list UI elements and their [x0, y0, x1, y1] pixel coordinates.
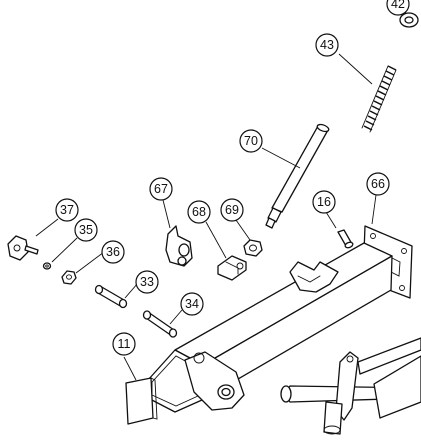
callout-67: 67: [149, 177, 173, 201]
callout-68: 68: [187, 200, 211, 224]
callout-34: 34: [180, 292, 204, 316]
svg-text:70: 70: [244, 134, 258, 148]
partial-hitch-assembly: [280, 337, 421, 435]
svg-text:67: 67: [154, 182, 168, 196]
part-70-shaft: [261, 123, 330, 229]
svg-text:42: 42: [391, 0, 405, 11]
svg-text:16: 16: [317, 195, 331, 209]
part-16-pin: [325, 211, 354, 249]
callout-35: 35: [74, 218, 98, 242]
svg-text:66: 66: [371, 177, 385, 191]
part-35-washer: [42, 237, 78, 270]
svg-text:11: 11: [118, 337, 131, 351]
part-37-knob: [7, 218, 59, 261]
callout-16: 16: [312, 190, 336, 214]
part-66-frame: [147, 194, 413, 413]
svg-text:37: 37: [60, 203, 74, 217]
part-36-nut: [61, 251, 105, 285]
svg-text:69: 69: [225, 203, 239, 217]
part-69-nut: [235, 219, 263, 257]
callout-70: 70: [239, 129, 263, 153]
part-68-clevis: [205, 221, 247, 281]
part-33-bushing: [94, 282, 139, 309]
part-67-bracket: [162, 199, 193, 267]
svg-text:34: 34: [185, 297, 199, 311]
callout-42: 42: [386, 0, 410, 16]
callout-11: 11: [112, 332, 136, 356]
callout-69: 69: [220, 198, 244, 222]
callout-37: 37: [55, 198, 79, 222]
svg-text:35: 35: [79, 223, 93, 237]
svg-text:43: 43: [320, 38, 334, 52]
part-11-end-cap: [123, 356, 158, 425]
part-34-pin: [142, 309, 183, 338]
part-42-washer: [399, 7, 419, 28]
callout-66: 66: [366, 172, 390, 196]
callout-43: 43: [315, 33, 339, 57]
svg-text:33: 33: [140, 275, 154, 289]
part-43-spring: [338, 53, 397, 133]
svg-text:36: 36: [106, 245, 120, 259]
svg-text:68: 68: [192, 205, 206, 219]
callout-36: 36: [101, 240, 125, 264]
callout-33: 33: [135, 270, 159, 294]
